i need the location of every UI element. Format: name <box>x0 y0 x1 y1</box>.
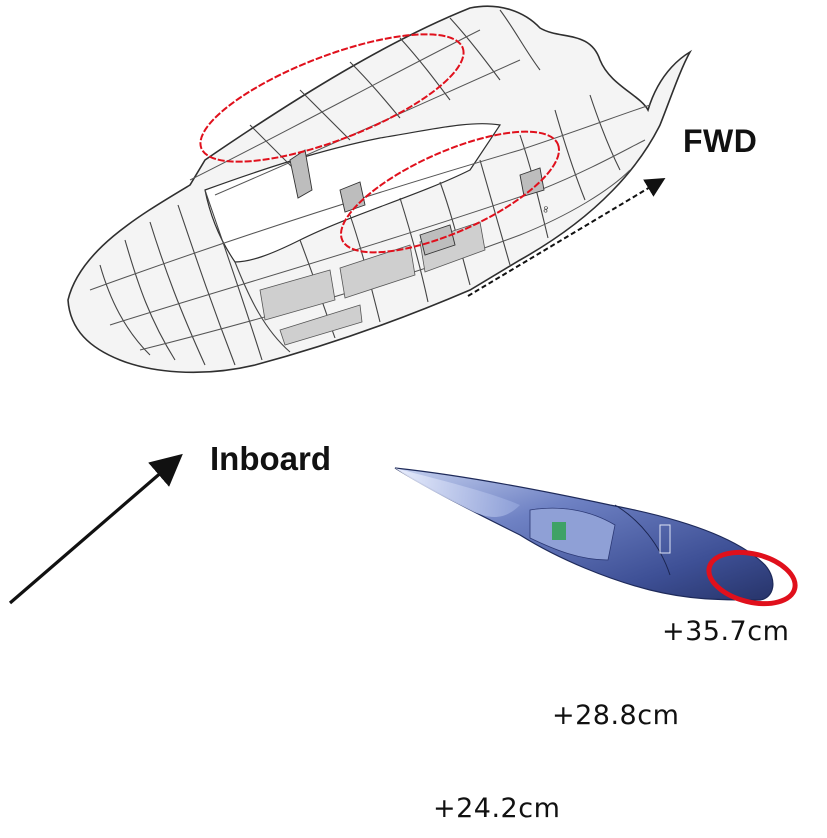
airframe-structure: ∞ <box>67 5 693 374</box>
highlight-ellipse-lower <box>339 130 561 254</box>
inboard-arrow <box>8 453 183 605</box>
highlight-ellipse-nacelle-3 <box>706 549 798 607</box>
nacelle-3-seam <box>614 504 671 576</box>
displacement-label-1: +35.7cm <box>662 616 790 647</box>
nacelle-3-panel <box>529 507 616 561</box>
displacement-label-3: +24.2cm <box>433 793 561 824</box>
nacelle-model-3 <box>394 467 774 601</box>
nacelle-3-tip <box>395 468 520 517</box>
highlight-ellipse-upper <box>199 33 465 163</box>
displacement-label-2: +28.8cm <box>552 700 680 731</box>
nacelle-3-bracket <box>659 524 671 554</box>
nacelle-3-mesh-patch <box>552 522 566 540</box>
structure-marker: ∞ <box>540 204 552 214</box>
fwd-arrow <box>467 177 666 297</box>
inboard-label: Inboard <box>210 440 331 477</box>
fwd-label: FWD <box>683 123 758 159</box>
